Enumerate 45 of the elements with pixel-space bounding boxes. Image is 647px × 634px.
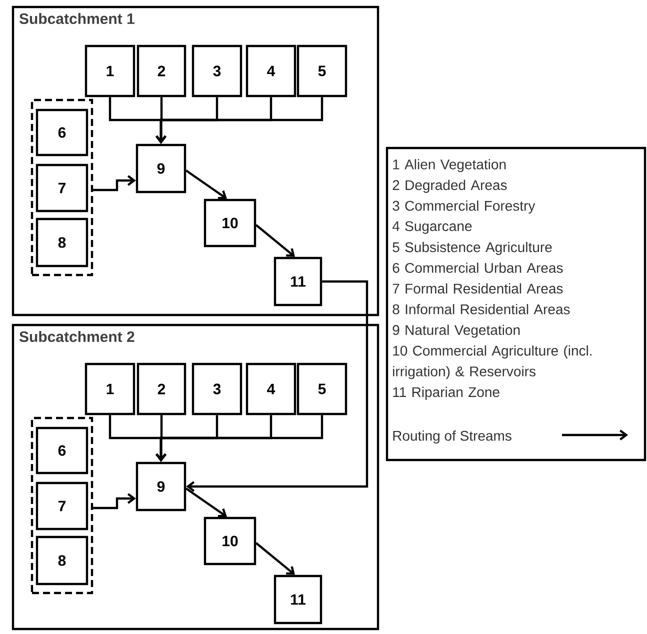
key-entry: 8 Informal Residential Areas (392, 304, 570, 314)
land-use-box: 5 (296, 44, 348, 98)
land-use-box: 2 (136, 362, 186, 416)
land-use-box: 5 (296, 362, 348, 416)
arrow (255, 224, 295, 257)
arrow (156, 415, 324, 462)
dashed-group-box (30, 98, 94, 276)
land-use-box: 3 (192, 44, 242, 98)
land-use-box: 1 (84, 362, 136, 416)
land-use-box: 4 (246, 44, 296, 98)
key-entry: 10 Commercial Agriculture (incl. irrigation) & Reservoirs (393, 345, 592, 380)
land-use-box: 9 (136, 462, 186, 512)
land-use-box: 6 (36, 426, 88, 474)
key-entry: 1 Alien Vegetation (393, 159, 506, 172)
arrow (255, 542, 295, 575)
arrow (156, 97, 324, 144)
land-use-box: 6 (36, 108, 88, 156)
land-use-box: 4 (246, 362, 296, 416)
arrow (185, 170, 227, 200)
key-entry: 9 Natural Vegetation (392, 324, 520, 338)
arrow (93, 175, 136, 192)
land-use-box: 10 (204, 516, 256, 566)
key-entry: 3 Commercial Forestry (392, 200, 536, 214)
key-entry: 6 Commercial Urban Areas (392, 262, 563, 273)
key-entry: 5 Subsistence Agriculture (392, 242, 552, 255)
land-use-box: 1 (84, 44, 136, 98)
legend-text: Routing of Streams (393, 430, 512, 444)
land-use-box: 10 (204, 198, 256, 248)
land-use-box: 3 (192, 362, 242, 416)
key-entry: 7 Formal Residential Areas (392, 283, 563, 294)
key-entry: 2 Degraded Areas (392, 180, 507, 193)
land-use-box: 9 (136, 144, 186, 194)
land-use-box: 7 (36, 164, 88, 212)
arrow (93, 493, 136, 510)
land-use-box: 7 (36, 482, 88, 530)
arrow (186, 280, 368, 492)
key-entry: 4 Sugarcane (392, 221, 472, 234)
land-use-box: 2 (136, 44, 186, 98)
land-use-box: 8 (36, 218, 88, 268)
dashed-group-box (30, 416, 94, 594)
arrow (185, 488, 227, 518)
land-use-box: 11 (274, 256, 322, 306)
land-use-box: 11 (274, 574, 322, 624)
land-use-box: 8 (36, 536, 88, 586)
key-entry: 11 Riparian Zone (393, 386, 500, 400)
